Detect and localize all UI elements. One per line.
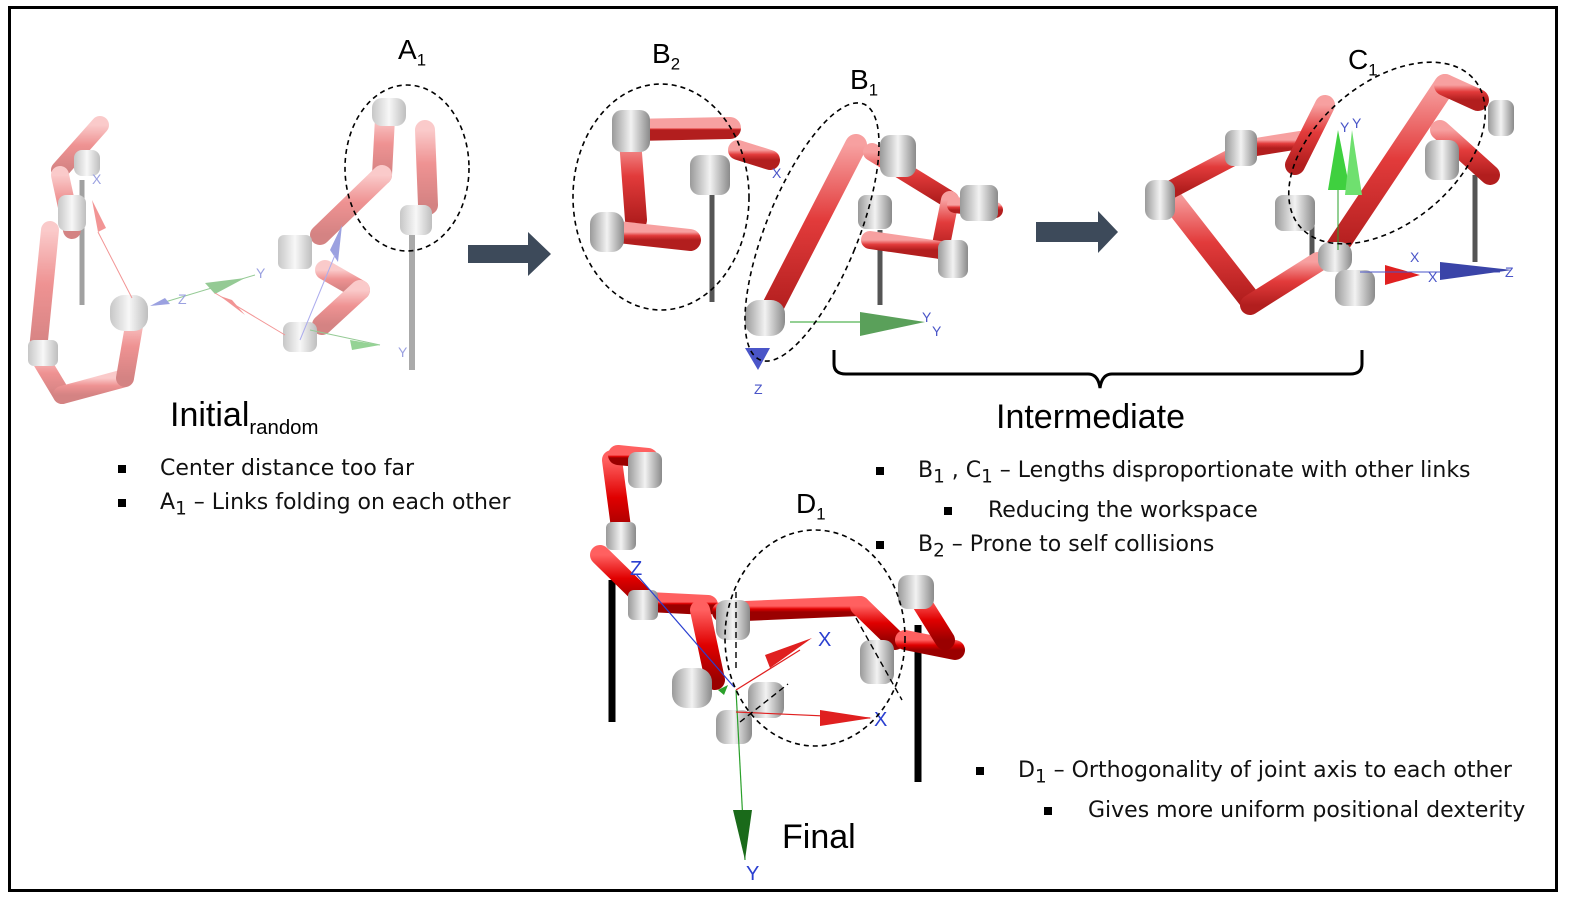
stage-title-intermediate: Intermediate: [996, 398, 1185, 436]
notes-initial: Center distance too far A1 – Links foldi…: [114, 452, 511, 526]
note-intermediate-1: B1 , C1 – Lengths disproportionate with …: [872, 454, 1471, 494]
axis-label-z-initial: Z: [178, 291, 187, 307]
axis-label-x-initial: X: [92, 171, 102, 187]
intermediate-brace: [832, 350, 1364, 389]
highlight-ellipse-a1: [344, 84, 470, 252]
axis-label-y-final: Y: [746, 863, 759, 885]
axis-label-z-c: Z: [1505, 264, 1514, 280]
highlight-ellipse-c1: [1287, 61, 1487, 245]
note-intermediate-3: B2 – Prone to self collisions: [872, 528, 1471, 568]
axis-label-y-c: Y: [1340, 119, 1350, 135]
axis-label-y-initial: Y: [256, 265, 266, 281]
stage-title-initial: Initialrandom: [170, 396, 319, 439]
initial-robot-pair: X Z Y Y: [28, 98, 438, 404]
axis-label-y2-initial: Y: [398, 344, 408, 360]
highlight-ellipse-d1: [724, 529, 906, 747]
tag-a1: A1: [398, 34, 427, 70]
transition-arrow-2: [1036, 211, 1118, 253]
intermediate-robot-b: Y Y Z X: [590, 110, 1003, 397]
stage-title-final: Final: [782, 818, 856, 856]
axis-label-y-b: Y: [922, 309, 932, 325]
tag-d1: D1: [796, 488, 826, 524]
axis-label-y2-c: Y: [1352, 115, 1362, 131]
note-initial-2: A1 – Links folding on each other: [114, 486, 511, 526]
notes-intermediate: B1 , C1 – Lengths disproportionate with …: [872, 454, 1471, 569]
intermediate-robot-c: X X Z Y Y: [1145, 74, 1514, 315]
axis-label-x-b: X: [772, 165, 782, 181]
initial-robot-left: [28, 116, 148, 404]
tag-b1: B1: [850, 64, 879, 100]
note-final-2: Gives more uniform positional dexterity: [972, 794, 1525, 828]
axis-label-y2-b: Y: [932, 323, 942, 339]
highlight-ellipse-b1: [744, 102, 880, 362]
highlight-ellipse-b2: [572, 83, 750, 311]
axis-label-z-final: Z: [630, 558, 642, 580]
tag-c1: C1: [1348, 44, 1378, 80]
axis-label-x-c: X: [1410, 249, 1420, 265]
axis-label-x-final: X: [818, 629, 831, 651]
note-intermediate-2: Reducing the workspace: [872, 494, 1471, 528]
final-robot-pair: Z X X Y: [590, 445, 965, 885]
initial-robot-right: [150, 98, 438, 370]
note-final-1: D1 – Orthogonality of joint axis to each…: [972, 754, 1525, 794]
axis-label-z-b: Z: [754, 381, 763, 397]
notes-final: D1 – Orthogonality of joint axis to each…: [972, 754, 1525, 828]
transition-arrow-1: [468, 232, 551, 276]
tag-b2: B2: [652, 38, 681, 74]
axis-label-x2-final: X: [874, 709, 887, 731]
note-initial-1: Center distance too far: [114, 452, 511, 486]
axis-label-x2-c: X: [1428, 269, 1438, 285]
